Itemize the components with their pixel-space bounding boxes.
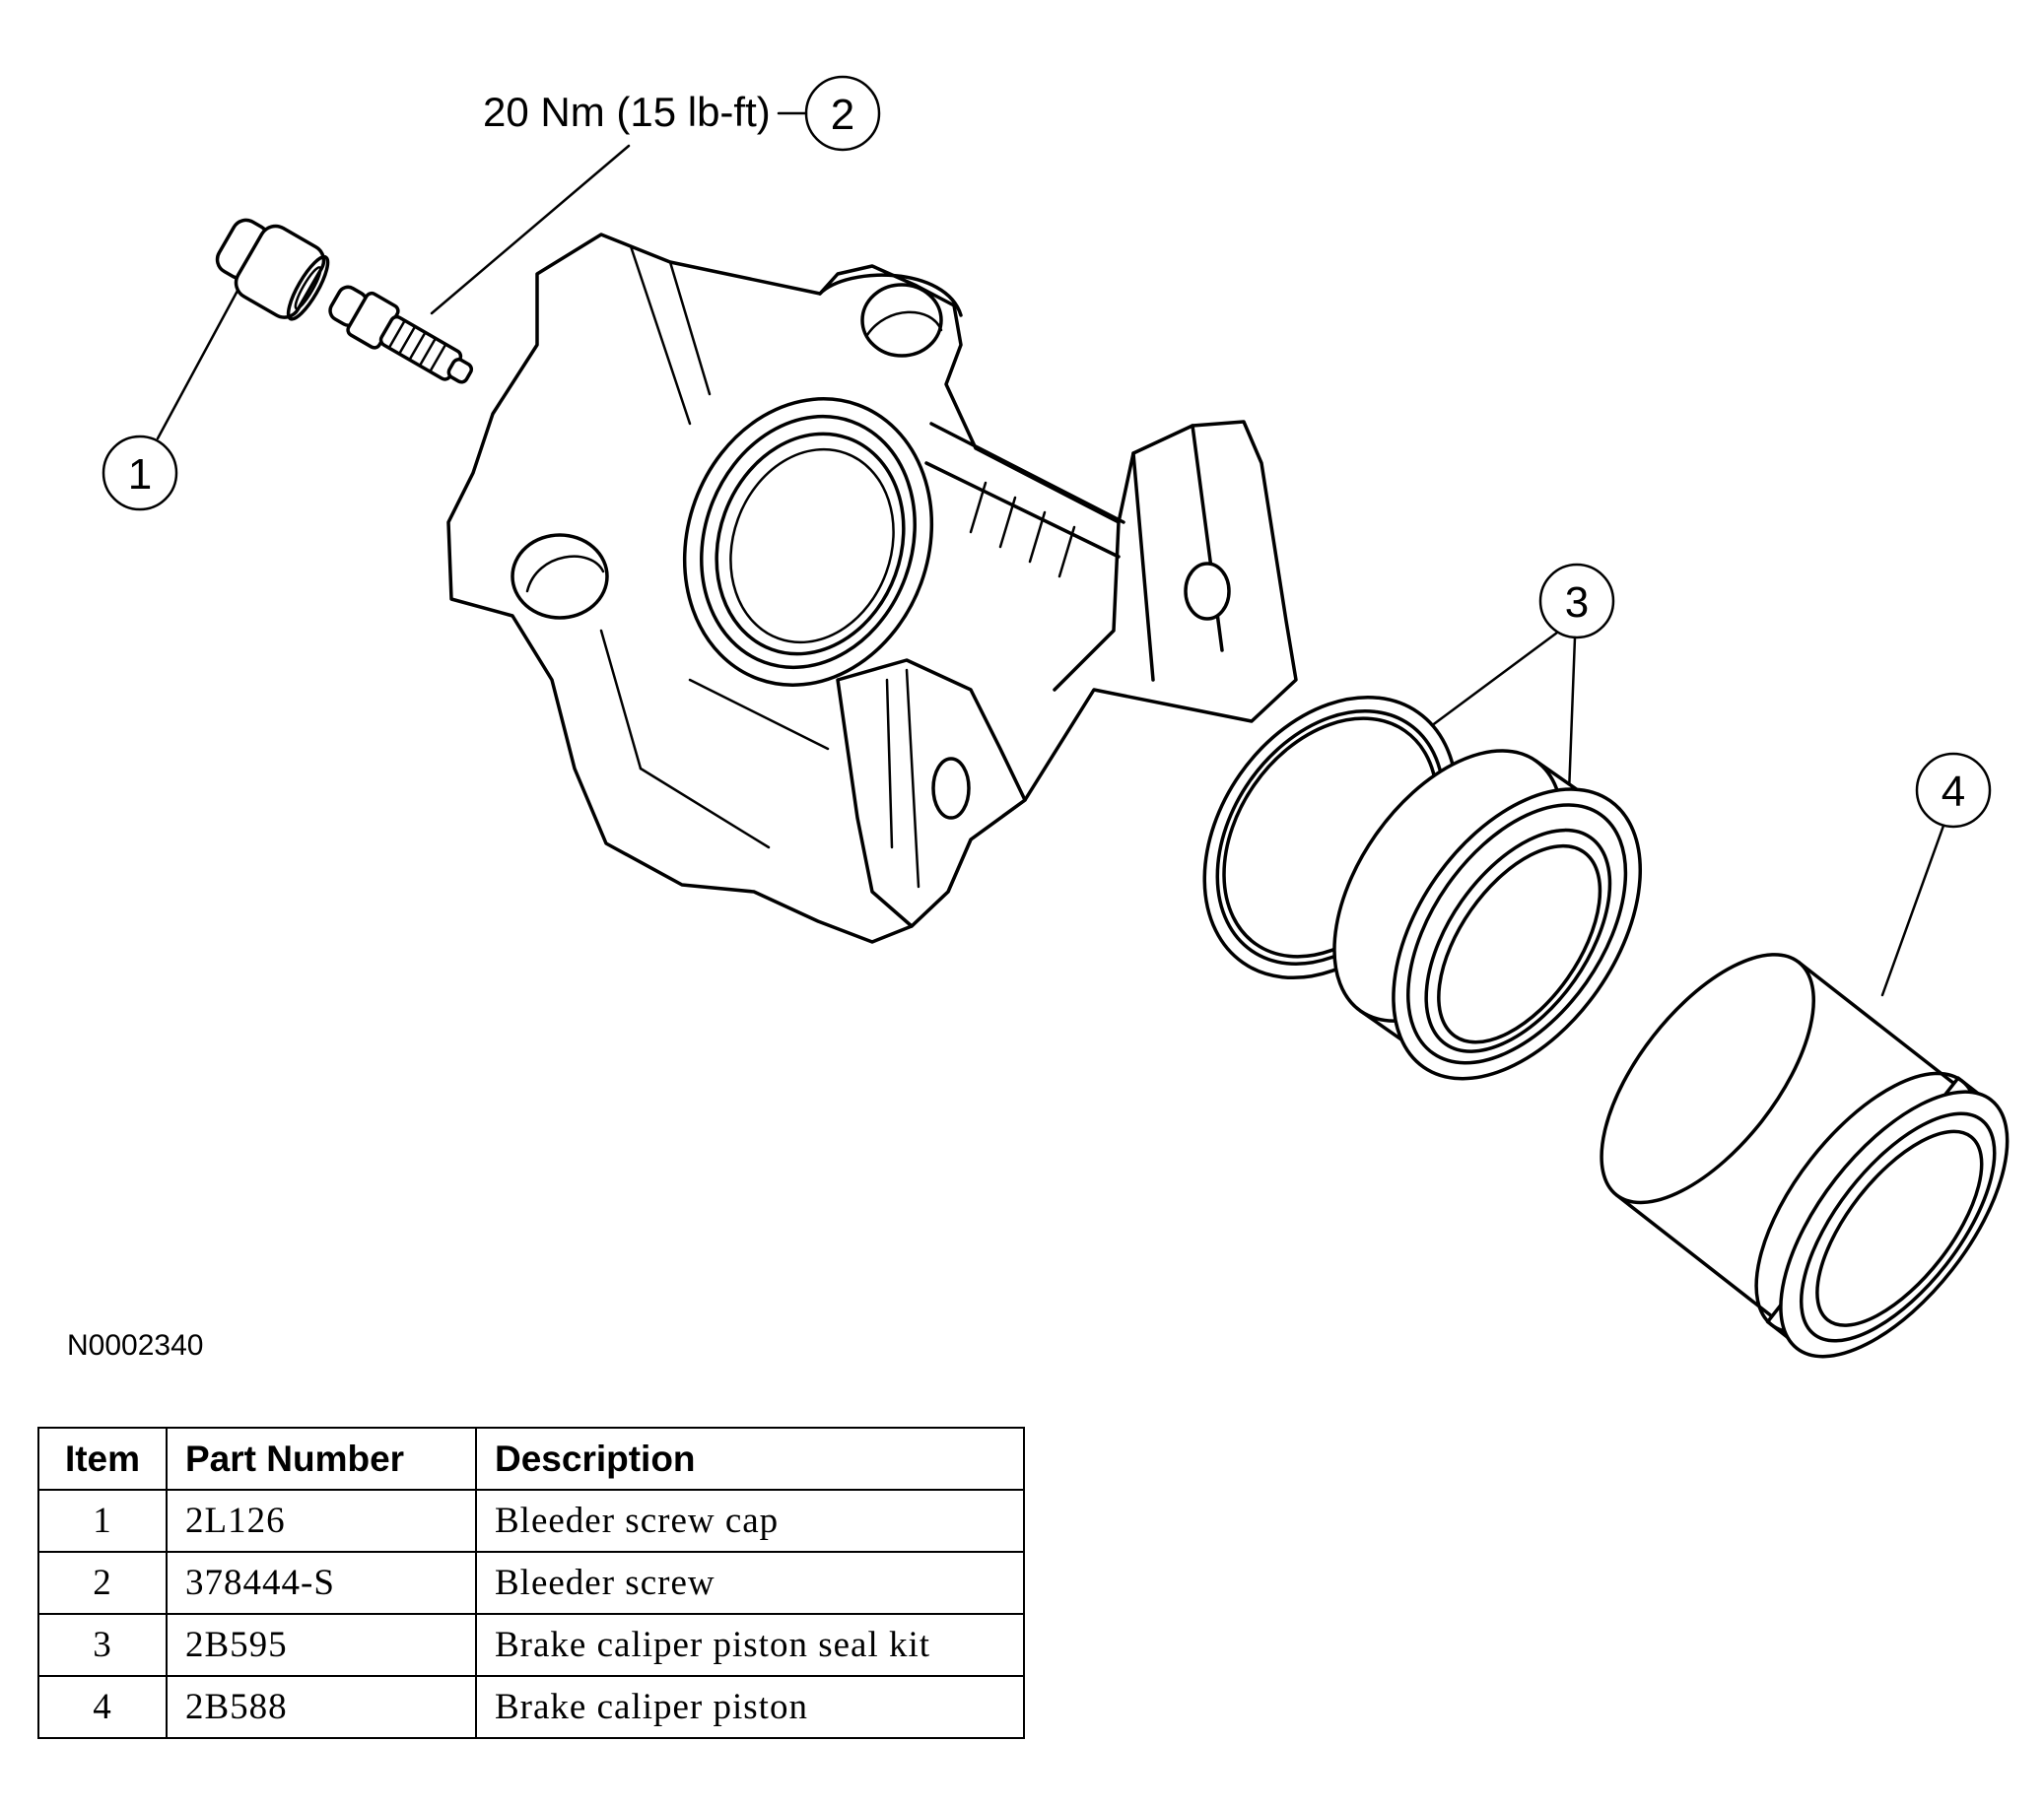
part-number: 2B588 — [166, 1675, 477, 1739]
torque-label: 20 Nm (15 lb-ft) — [483, 89, 771, 135]
svg-text:4: 4 — [1942, 768, 1965, 816]
part-number: 378444-S — [166, 1551, 477, 1615]
table-row: 4 2B588 Brake caliper piston — [37, 1675, 1025, 1739]
leader-line-4 — [1880, 824, 1945, 997]
caliper-piston-drawing — [1600, 953, 2010, 1359]
part-description: Bleeder screw cap — [475, 1489, 1025, 1553]
callout-4: 4 — [1915, 752, 1992, 829]
item-number: 3 — [37, 1613, 168, 1677]
column-header-part-number: Part Number — [166, 1427, 477, 1491]
svg-text:1: 1 — [128, 450, 152, 499]
part-description: Brake caliper piston seal kit — [475, 1613, 1025, 1677]
brake-caliper-housing-drawing — [446, 233, 1298, 944]
table-row: 1 2L126 Bleeder screw cap — [37, 1489, 1025, 1553]
bleeder-screw-drawing — [328, 285, 474, 384]
item-number: 2 — [37, 1551, 168, 1615]
bleeder-screw-cap-drawing — [215, 218, 330, 321]
leader-line-1 — [156, 276, 246, 440]
part-number: 2L126 — [166, 1489, 477, 1553]
table-header-row: Item Part Number Description — [37, 1427, 1025, 1491]
svg-text:2: 2 — [831, 91, 854, 139]
column-header-description: Description — [475, 1427, 1025, 1491]
column-header-item: Item — [37, 1427, 168, 1491]
part-description: Brake caliper piston — [475, 1675, 1025, 1739]
figure-reference-code: N0002340 — [67, 1329, 203, 1362]
callout-2: 2 — [804, 75, 881, 152]
svg-text:3: 3 — [1565, 578, 1589, 627]
leader-line-3b — [1567, 636, 1577, 795]
part-description: Bleeder screw — [475, 1551, 1025, 1615]
callout-3: 3 — [1538, 563, 1615, 639]
parts-table: Item Part Number Description 1 2L126 Ble… — [37, 1427, 1025, 1739]
part-number: 2B595 — [166, 1613, 477, 1677]
leader-line-3a — [1425, 631, 1559, 731]
item-number: 4 — [37, 1675, 168, 1739]
table-row: 3 2B595 Brake caliper piston seal kit — [37, 1613, 1025, 1677]
dust-boot-drawing — [1332, 749, 1643, 1081]
callout-1: 1 — [102, 435, 178, 511]
table-row: 2 378444-S Bleeder screw — [37, 1551, 1025, 1615]
leader-line-2 — [430, 144, 631, 315]
item-number: 1 — [37, 1489, 168, 1553]
